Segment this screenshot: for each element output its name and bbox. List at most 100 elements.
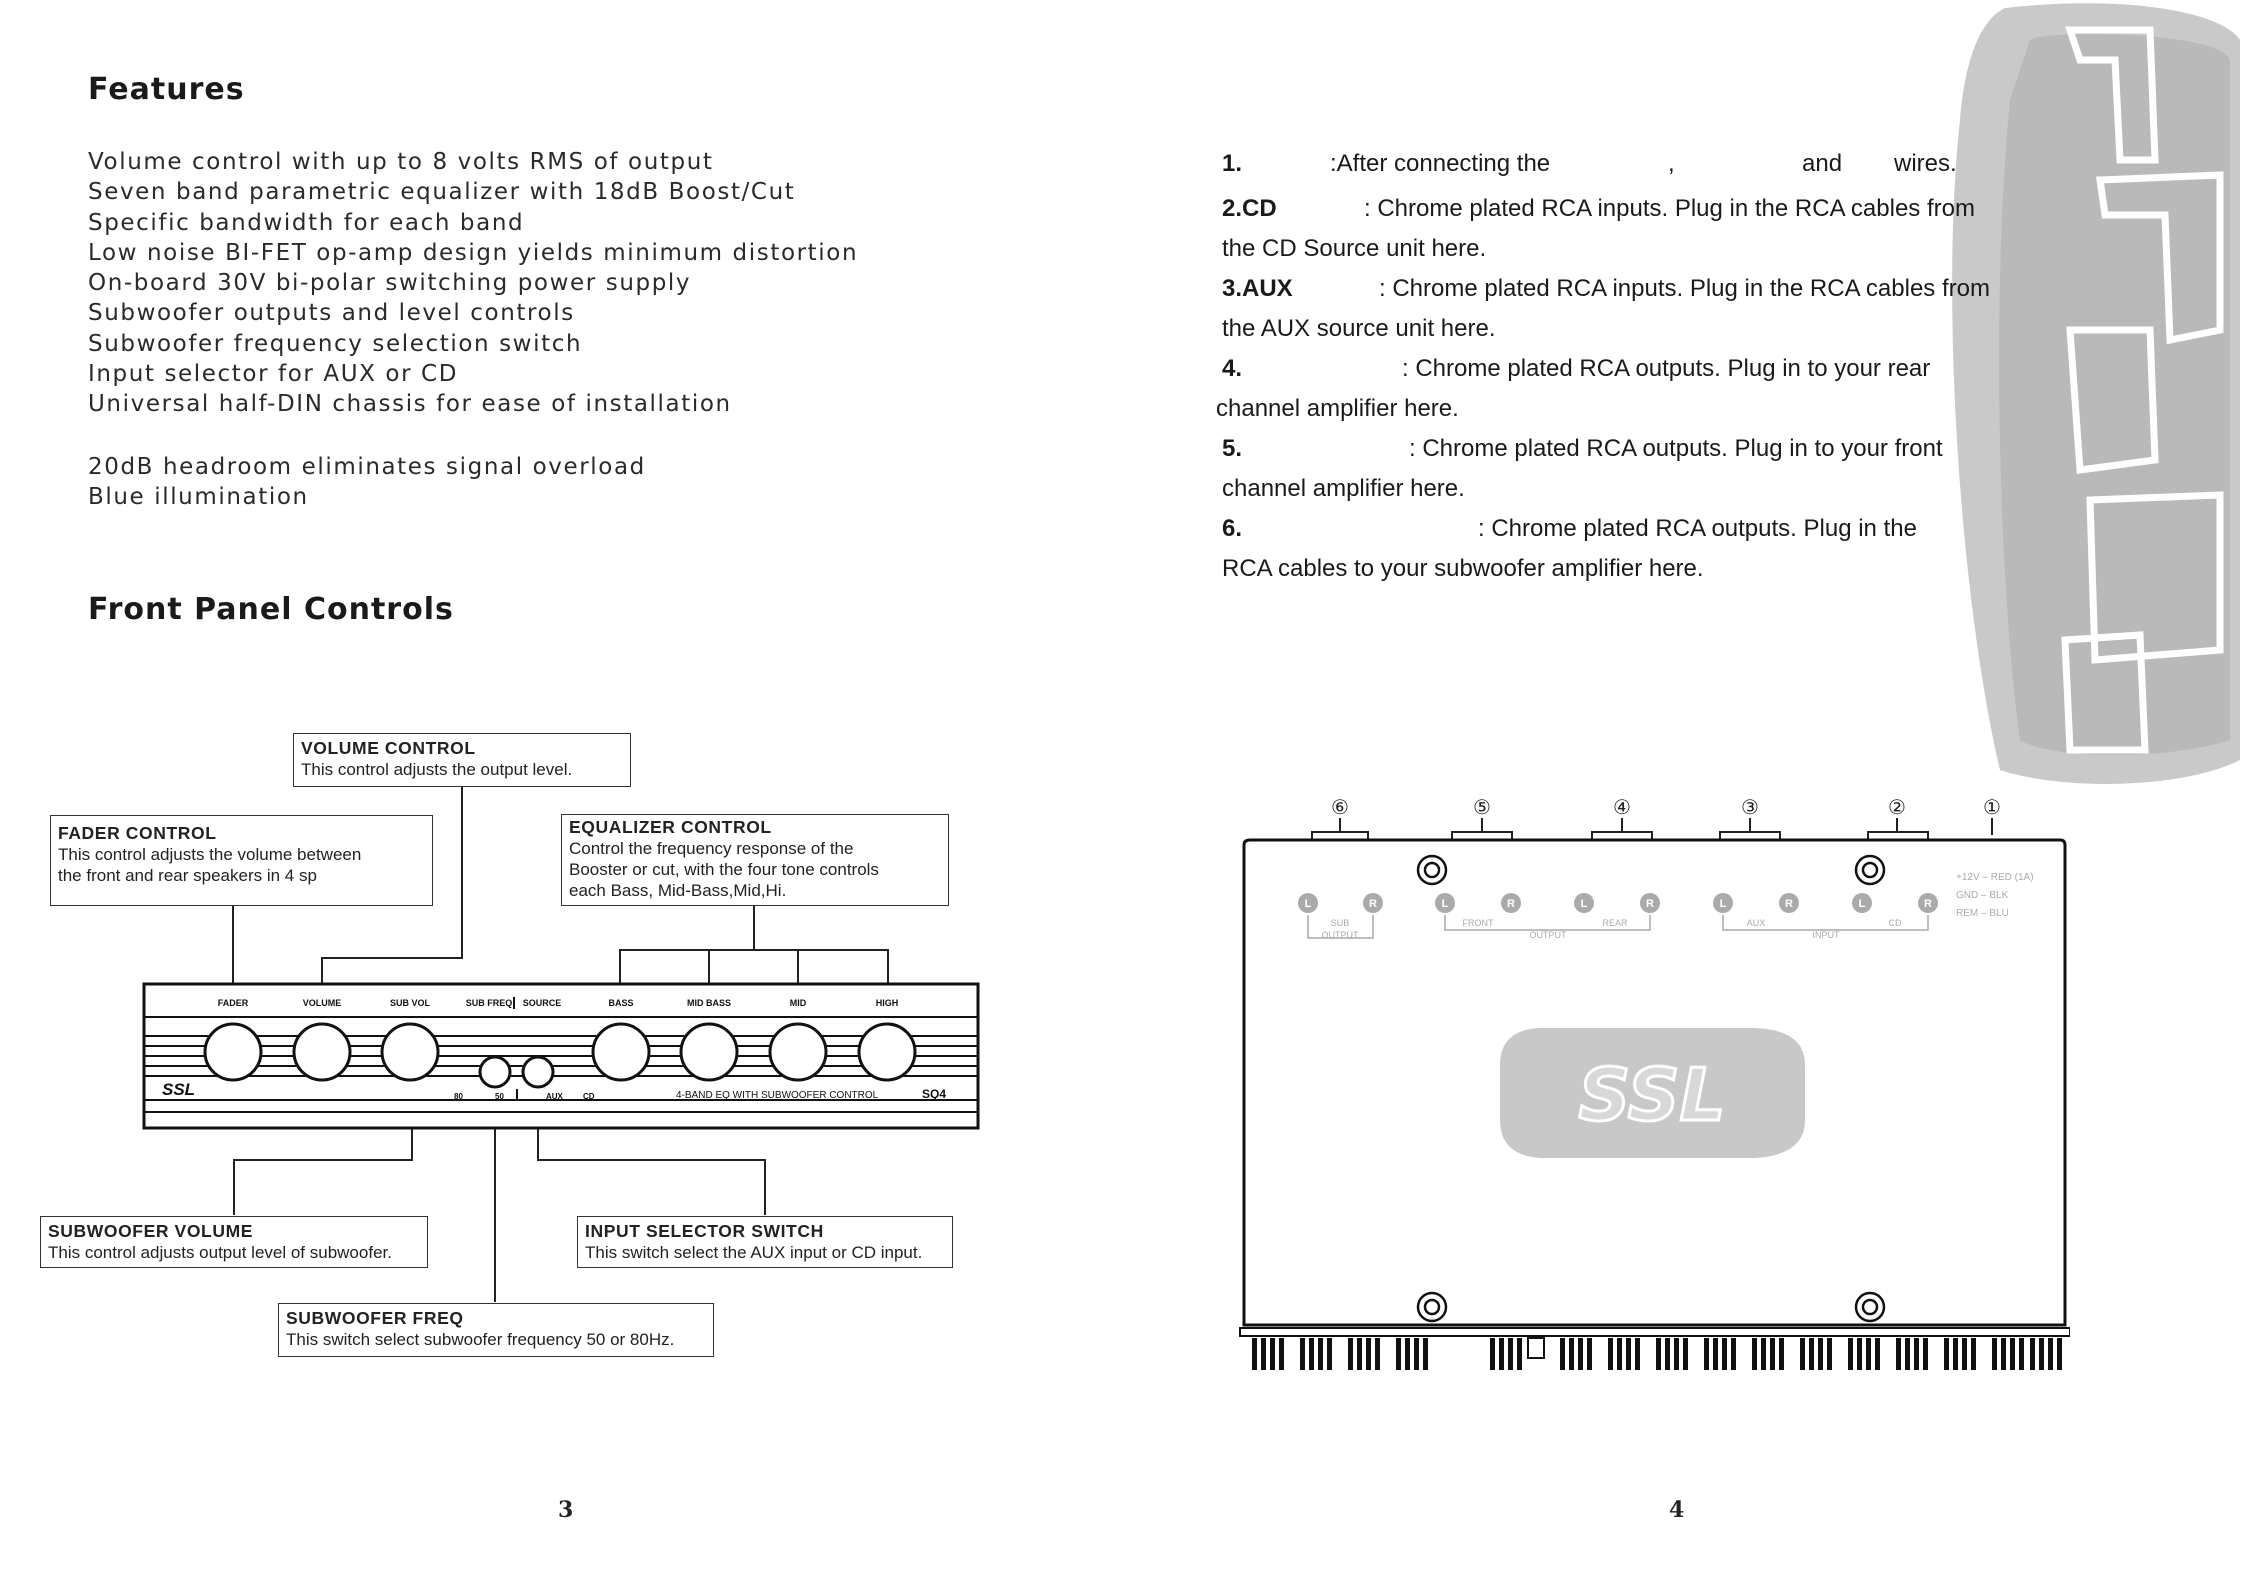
svg-text:L: L <box>1442 898 1449 910</box>
heat-sink-fin <box>1327 1338 1332 1370</box>
heat-sink-fin <box>2039 1338 2044 1370</box>
heat-sink-fin <box>1309 1338 1314 1370</box>
svg-text:GND – BLK: GND – BLK <box>1956 890 2009 901</box>
panel-model: SQ4 <box>922 1087 946 1101</box>
panel-label-mid-bass: MID BASS <box>687 998 731 1008</box>
heat-sink-fin <box>1508 1338 1513 1370</box>
heat-sink-fin <box>1608 1338 1613 1370</box>
sub-freq-switch <box>478 1055 512 1089</box>
callout-title: INPUT SELECTOR SWITCH <box>585 1221 824 1241</box>
heat-sink-fin <box>1905 1338 1910 1370</box>
feature-item: Blue illumination <box>88 484 309 511</box>
heat-sink-fin <box>1499 1338 1504 1370</box>
panel-label-sub-vol: SUB VOL <box>390 998 431 1008</box>
feature-item: Volume control with up to 8 volts RMS of… <box>88 149 714 175</box>
desc-item-5: 5. : Chrome plated RCA outputs. Plug in … <box>1222 435 1943 462</box>
heat-sink-fin <box>1279 1338 1284 1370</box>
heat-sink-fin <box>1809 1338 1814 1370</box>
panel-label-bass: BASS <box>608 998 633 1008</box>
callout-text: This switch select subwoofer frequency 5… <box>286 1330 675 1349</box>
heat-sink-fin <box>1770 1338 1775 1370</box>
heat-sink-fin <box>1752 1338 1757 1370</box>
heat-sink-fin <box>1818 1338 1823 1370</box>
svg-text:80: 80 <box>454 1092 463 1101</box>
desc-item-3-line2: the AUX source unit here. <box>1222 315 1496 342</box>
mid-bass-knob <box>679 1022 739 1082</box>
heat-sink-fin <box>1953 1338 1958 1370</box>
svg-text:FRONT: FRONT <box>1463 918 1494 928</box>
callout-text: Control the frequency response of the <box>569 839 854 858</box>
heat-sink-fin <box>1357 1338 1362 1370</box>
svg-text:REM – BLU: REM – BLU <box>1956 908 2009 919</box>
heat-sink-fin <box>1713 1338 1718 1370</box>
heat-sink-fin <box>1875 1338 1880 1370</box>
fader-knob <box>203 1022 263 1082</box>
heat-sink-fin <box>1252 1338 1257 1370</box>
heat-sink-fin <box>2001 1338 2006 1370</box>
callout-title: SUBWOOFER FREQ <box>286 1308 464 1328</box>
heat-sink-fin <box>1971 1338 1976 1370</box>
feature-item: Universal half-DIN chassis for ease of i… <box>88 391 732 418</box>
equalizer-control-callout: EQUALIZER CONTROL Control the frequency … <box>561 814 949 906</box>
svg-text:CD: CD <box>1889 918 1902 928</box>
desc-item-3: 3.AUX : Chrome plated RCA inputs. Plug i… <box>1222 275 1990 302</box>
marker-4: ④ <box>1613 795 1631 819</box>
svg-text:R: R <box>1507 898 1515 910</box>
page-number-right: 4 <box>1669 1497 1685 1523</box>
heat-sink-fin <box>1923 1338 1928 1370</box>
heat-sink-fin <box>1300 1338 1305 1370</box>
callout-title: EQUALIZER CONTROL <box>569 817 772 837</box>
desc-item-6: 6. : Chrome plated RCA outputs. Plug in … <box>1222 515 1917 542</box>
feature-item: Subwoofer outputs and level controls <box>88 300 575 327</box>
callout-text: This switch select the AUX input or CD i… <box>585 1243 923 1262</box>
callout-text: This control adjusts the output level. <box>301 760 573 779</box>
svg-text:SUB: SUB <box>1331 918 1350 928</box>
heat-sink-fin <box>1261 1338 1266 1370</box>
heat-sink-fin <box>1517 1338 1522 1370</box>
panel-label-source: SOURCE <box>523 998 562 1008</box>
panel-label-high: HIGH <box>876 998 899 1008</box>
svg-text:R: R <box>1646 898 1654 910</box>
sub-vol-knob <box>380 1022 440 1082</box>
svg-text:REAR: REAR <box>1602 918 1628 928</box>
heat-sink-fin <box>2030 1338 2035 1370</box>
panel-label-mid: MID <box>790 998 807 1008</box>
feature-item: On-board 30V bi-polar switching power su… <box>88 270 692 297</box>
svg-text:CD: CD <box>583 1092 595 1101</box>
heat-sink-fin <box>2057 1338 2062 1370</box>
callout-text: This control adjusts output level of sub… <box>48 1243 392 1262</box>
heat-sink-fin <box>1665 1338 1670 1370</box>
callout-text: This control adjusts the volume between <box>58 845 362 864</box>
feature-item: Low noise BI-FET op-amp design yields mi… <box>88 239 859 266</box>
callout-text: the front and rear speakers in 4 sp <box>58 866 317 885</box>
heat-sink-fin <box>1375 1338 1380 1370</box>
heat-sink-fin <box>1635 1338 1640 1370</box>
feature-item: Input selector for AUX or CD <box>88 361 459 388</box>
svg-text:L: L <box>1305 898 1312 910</box>
svg-text:OUTPUT: OUTPUT <box>1322 930 1360 940</box>
heat-sink-fin <box>2019 1338 2024 1370</box>
ssl-watermark-logo <box>1952 3 2240 784</box>
volume-knob <box>292 1022 352 1082</box>
input-selector-callout: INPUT SELECTOR SWITCH This switch select… <box>577 1216 953 1268</box>
panel-label-sub-freq: SUB FREQ <box>466 998 513 1008</box>
svg-text:SSL: SSL <box>1578 1053 1725 1137</box>
heat-sink-fin <box>1396 1338 1401 1370</box>
callout-text: Booster or cut, with the four tone contr… <box>569 860 879 879</box>
page-number-left: 3 <box>558 1497 574 1523</box>
heat-sink-fin <box>1490 1338 1495 1370</box>
heat-sink-fin <box>1560 1338 1565 1370</box>
fader-control-callout: FADER CONTROL This control adjusts the v… <box>50 815 433 906</box>
ssl-center-logo: SSL <box>1500 1028 1805 1158</box>
svg-text:INPUT: INPUT <box>1813 930 1841 940</box>
svg-text:R: R <box>1369 898 1377 910</box>
heat-sink-fin <box>2010 1338 2015 1370</box>
svg-text:R: R <box>1785 898 1793 910</box>
heat-sink-fin <box>1683 1338 1688 1370</box>
heat-sink-fin <box>1944 1338 1949 1370</box>
marker-1: ① <box>1983 795 2001 819</box>
subwoofer-freq-callout: SUBWOOFER FREQ This switch select subwoo… <box>278 1303 714 1357</box>
features-heading: Features <box>88 72 245 107</box>
heat-sink-fin <box>1761 1338 1766 1370</box>
heat-sink-fin <box>1348 1338 1353 1370</box>
